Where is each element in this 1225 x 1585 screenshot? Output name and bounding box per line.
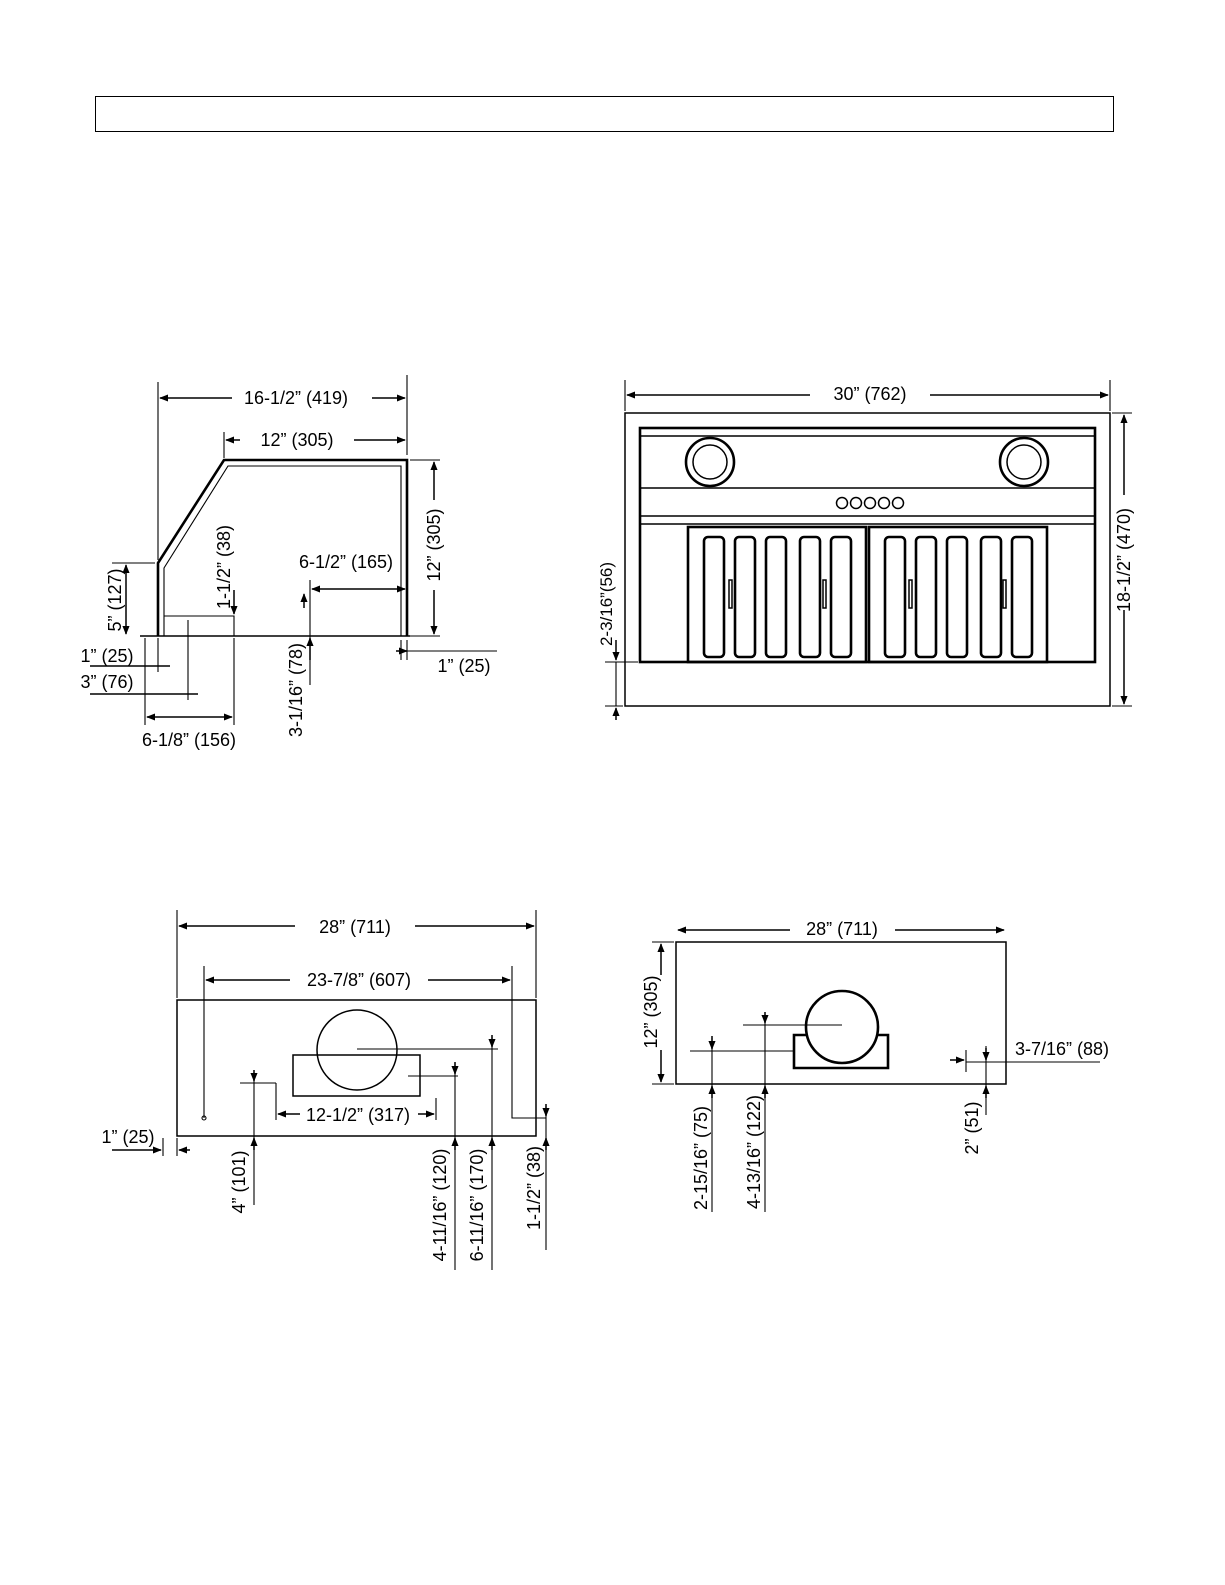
bottom-dim-inner-width: 23-7/8” (607) xyxy=(307,970,411,990)
filter-slot xyxy=(914,535,938,659)
top-dim-depth: 12” (305) xyxy=(641,975,661,1048)
filter-slots xyxy=(702,535,1034,659)
side-dim-front-3: 3” (76) xyxy=(80,672,133,692)
side-body-inner xyxy=(163,465,402,636)
front-dim-width: 30” (762) xyxy=(833,384,906,404)
top-duct-base xyxy=(792,1033,890,1070)
filter-slot xyxy=(979,535,1003,659)
filter-handle xyxy=(1002,579,1007,609)
filter-panel-left xyxy=(686,525,868,664)
light-left-icon xyxy=(684,436,736,488)
filter-slot xyxy=(945,535,969,659)
filter-slot xyxy=(798,535,822,659)
side-body-outline xyxy=(156,458,409,636)
filter-panel-right xyxy=(867,525,1049,664)
control-buttons xyxy=(835,496,905,510)
bottom-ext-inner-right xyxy=(511,966,546,1119)
bottom-dim-width: 28” (711) xyxy=(319,917,391,937)
top-dim-width: 28” (711) xyxy=(806,919,878,939)
front-view: 30” (762) 18-1/2” (470) 2-3/16”(56) xyxy=(597,380,1134,720)
bottom-rivet xyxy=(201,1115,207,1121)
front-outer-frame xyxy=(624,412,1111,707)
top-dim-3-7: 3-7/16” (88) xyxy=(1015,1039,1109,1059)
filter-slot xyxy=(702,535,726,659)
bottom-duct-circle xyxy=(316,1009,398,1091)
side-dim-front-1: 1” (25) xyxy=(80,646,133,666)
bottom-dim-4-11: 4-11/16” (120) xyxy=(430,1149,450,1262)
control-button-icon xyxy=(891,496,905,510)
top-outline xyxy=(675,941,1007,1085)
light-right-icon xyxy=(998,436,1050,488)
title-box xyxy=(95,96,1114,132)
side-dim-rear-offset: 1” (25) xyxy=(437,656,490,676)
bottom-dim-1-1-2: 1-1/2” (38) xyxy=(524,1146,544,1230)
filter-slot xyxy=(829,535,853,659)
bottom-dim-duct-width: 12-1/2” (317) xyxy=(306,1105,410,1125)
front-dim-bottom-height: 2-3/16”(56) xyxy=(597,562,616,646)
filter-slot xyxy=(1010,535,1034,659)
front-hood-body xyxy=(638,426,1097,664)
side-dim-duct-height: 3-1/16” (78) xyxy=(286,643,306,737)
light-right-inner xyxy=(1006,444,1042,480)
bottom-outline xyxy=(176,999,537,1137)
side-dim-top-width: 12” (305) xyxy=(260,430,333,450)
bottom-dim-6-11: 6-11/16” (170) xyxy=(467,1149,487,1262)
side-dim-lip-height: 1-1/2” (38) xyxy=(214,525,234,609)
front-dim-height: 18-1/2” (470) xyxy=(1114,508,1134,612)
side-dim-height: 12” (305) xyxy=(424,508,444,581)
filter-handle xyxy=(908,579,913,609)
filter-handle xyxy=(822,579,827,609)
bottom-dim-4: 4” (101) xyxy=(229,1150,249,1213)
side-dim-depth: 16-1/2” (419) xyxy=(244,388,348,408)
control-button-icon xyxy=(849,496,863,510)
side-dim-front-6: 6-1/8” (156) xyxy=(142,730,236,750)
light-left-inner xyxy=(692,444,728,480)
filter-slot xyxy=(764,535,788,659)
control-button-icon xyxy=(863,496,877,510)
top-dim-2-15: 2-15/16” (75) xyxy=(691,1106,711,1210)
bottom-dim-left-edge: 1” (25) xyxy=(101,1127,154,1147)
control-button-icon xyxy=(877,496,891,510)
top-dim-2: 2” (51) xyxy=(962,1101,982,1154)
bottom-view: 28” (711) 23-7/8” (607) 12-1/2” (317) 1”… xyxy=(101,910,550,1270)
filter-handle xyxy=(728,579,733,609)
side-dim-front-height: 5” (127) xyxy=(105,568,125,631)
filter-slot xyxy=(733,535,757,659)
top-dim-4-13: 4-13/16” (122) xyxy=(744,1095,764,1209)
side-dim-duct-offset: 6-1/2” (165) xyxy=(299,552,393,572)
side-lip xyxy=(164,615,235,636)
side-view: 16-1/2” (419) 12” (305) 12” (305) 5” (12… xyxy=(80,375,497,750)
filter-slot xyxy=(883,535,907,659)
top-duct-circle xyxy=(804,989,880,1065)
top-view: 28” (711) 12” (305) 2-15/16” (75) 4-13/1… xyxy=(641,919,1109,1212)
control-button-icon xyxy=(835,496,849,510)
